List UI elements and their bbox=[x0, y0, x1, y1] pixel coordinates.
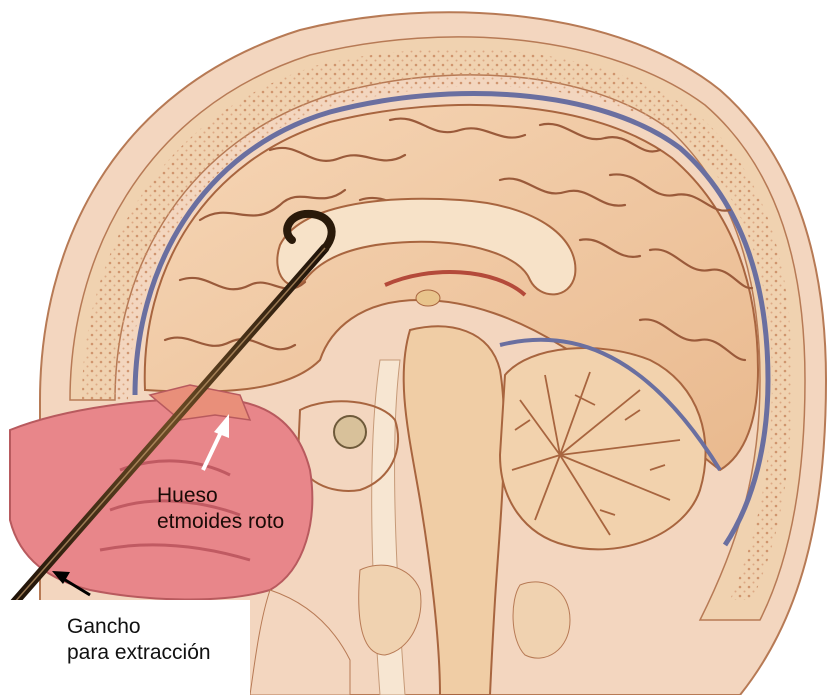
broken-ethmoid-label-line1: Hueso bbox=[157, 483, 284, 509]
cerebellum bbox=[500, 348, 706, 549]
thalamus bbox=[416, 290, 440, 306]
extraction-hook-label: Gancho para extracción bbox=[67, 614, 211, 666]
broken-ethmoid-label: Hueso etmoides roto bbox=[157, 483, 284, 535]
pituitary bbox=[334, 416, 366, 448]
broken-ethmoid-label-line2: etmoides roto bbox=[157, 509, 284, 535]
vertebra-2 bbox=[513, 582, 570, 658]
extraction-hook-label-line2: para extracción bbox=[67, 640, 211, 666]
extraction-hook-label-line1: Gancho bbox=[67, 614, 211, 640]
